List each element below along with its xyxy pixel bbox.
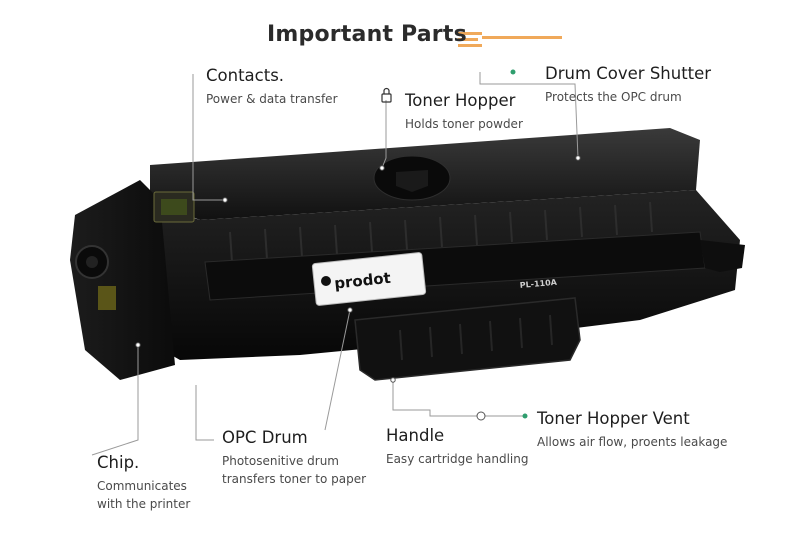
point-opc-drum bbox=[347, 307, 353, 313]
callout-toner-hopper-vent: Toner Hopper Vent Allows air flow, proen… bbox=[537, 409, 727, 451]
point-contacts bbox=[222, 197, 228, 203]
accent-dot-vent bbox=[522, 413, 528, 419]
callout-title: Contacts. bbox=[206, 66, 285, 85]
title-accent-icon bbox=[458, 32, 562, 47]
callout-desc-line-1: Communicates bbox=[97, 479, 187, 493]
callout-title: Handle bbox=[386, 426, 445, 445]
callout-title: Drum Cover Shutter bbox=[545, 64, 712, 83]
toner-cartridge: prodot PL-110A bbox=[70, 128, 745, 381]
callout-desc-line-1: Photosenitive drum bbox=[222, 454, 339, 468]
cartridge-handle bbox=[354, 297, 581, 381]
accent-dot-top bbox=[510, 69, 516, 75]
point-toner-hopper bbox=[379, 165, 385, 171]
lock-icon bbox=[381, 87, 392, 103]
leader-points bbox=[135, 155, 581, 421]
model-label: PL-110A bbox=[519, 278, 558, 290]
callout-drum-shutter: Drum Cover Shutter Protects the OPC drum bbox=[545, 64, 711, 106]
cartridge-right-end bbox=[700, 240, 745, 272]
cartridge-ribs bbox=[229, 201, 653, 263]
leader-opc-drum bbox=[195, 385, 214, 441]
cartridge-end-cap bbox=[70, 180, 175, 380]
callout-title: OPC Drum bbox=[222, 428, 308, 447]
callout-title: Chip. bbox=[97, 453, 140, 472]
callout-desc: Protects the OPC drum bbox=[545, 90, 682, 104]
callout-desc: Easy cartridge handling bbox=[386, 452, 529, 466]
end-cap-sticker bbox=[98, 286, 116, 310]
leader-handle-vent bbox=[392, 380, 525, 417]
callout-desc-line-2: with the printer bbox=[97, 497, 191, 511]
callout-toner-hopper: Toner Hopper Holds toner powder bbox=[405, 91, 523, 133]
callout-opc-drum: OPC Drum Photosenitive drum transfers to… bbox=[222, 428, 366, 488]
point-handle bbox=[390, 377, 396, 383]
brand-label-text: prodot bbox=[333, 269, 391, 293]
callout-desc: Power & data transfer bbox=[206, 92, 338, 106]
contacts-chip-icon bbox=[161, 199, 187, 215]
callout-desc: Allows air flow, proents leakage bbox=[537, 435, 728, 449]
brand-label: prodot bbox=[311, 252, 427, 306]
callout-desc-line-2: transfers toner to paper bbox=[222, 472, 367, 486]
point-drum-shutter bbox=[575, 155, 581, 161]
callout-title: Toner Hopper Vent bbox=[537, 409, 690, 428]
callout-contacts: Contacts. Power & data transfer bbox=[206, 66, 338, 108]
point-vent-ring bbox=[476, 411, 486, 421]
callout-desc: Holds toner powder bbox=[405, 117, 523, 131]
leader-drum-shutter bbox=[479, 72, 579, 159]
point-chip bbox=[135, 342, 141, 348]
leader-opc-drum-2 bbox=[324, 309, 351, 431]
callout-chip: Chip. Communicates with the printer bbox=[97, 453, 190, 513]
leader-lines bbox=[91, 72, 579, 456]
brand-logo-icon bbox=[321, 276, 331, 286]
page-title: Important Parts bbox=[267, 22, 467, 47]
callout-title: Toner Hopper bbox=[405, 91, 516, 110]
leader-toner-hopper bbox=[381, 100, 387, 169]
leader-chip bbox=[91, 345, 139, 456]
leader-contacts bbox=[192, 74, 225, 201]
callout-handle: Handle Easy cartridge handling bbox=[386, 426, 528, 468]
handle-grip bbox=[399, 314, 553, 361]
